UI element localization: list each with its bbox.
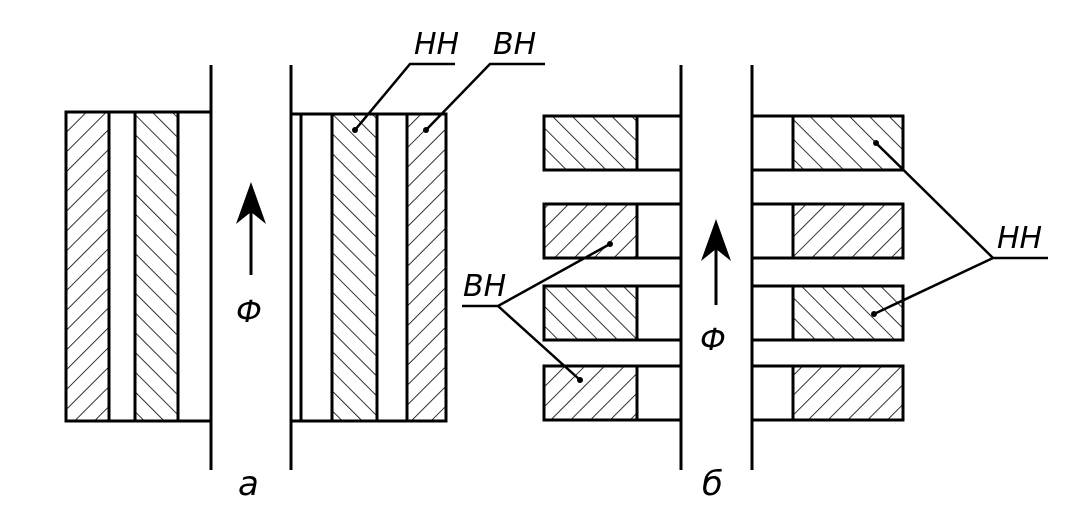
nn-winding-left-a <box>133 110 180 423</box>
nn-winding-right-a <box>330 112 379 423</box>
leaders-nn-b <box>873 142 1048 316</box>
disc-left-1 <box>542 114 639 172</box>
leaders-a <box>354 62 545 131</box>
vn-label-b: ВН <box>463 269 506 304</box>
flux-label-a: Ф <box>236 295 262 330</box>
subfigure-label-b: б <box>702 464 723 504</box>
disc-right-1 <box>791 114 905 172</box>
nn-label-a: НН <box>414 27 459 62</box>
leaders-vn-b <box>462 242 611 381</box>
disc-right-3 <box>791 284 905 342</box>
right-discs-b <box>752 114 905 422</box>
disc-left-2 <box>542 202 639 260</box>
right-windings-a <box>291 112 448 423</box>
subfigure-label-a: а <box>238 464 259 504</box>
vn-label-a: ВН <box>493 27 536 62</box>
left-windings-a <box>64 110 211 423</box>
disc-right-4 <box>791 364 905 422</box>
vn-winding-left-a <box>64 110 111 423</box>
disc-right-2 <box>791 202 905 260</box>
variant-b-interleaved: Ф ВН НН б <box>462 65 1048 504</box>
flux-label-b: Ф <box>700 323 726 358</box>
disc-left-4 <box>542 364 639 422</box>
disc-left-3 <box>542 284 639 342</box>
nn-label-b: НН <box>997 221 1042 256</box>
left-discs-b <box>542 114 681 422</box>
variant-a-concentric: Ф НН ВН а <box>64 27 545 504</box>
vn-winding-right-a <box>405 112 448 423</box>
